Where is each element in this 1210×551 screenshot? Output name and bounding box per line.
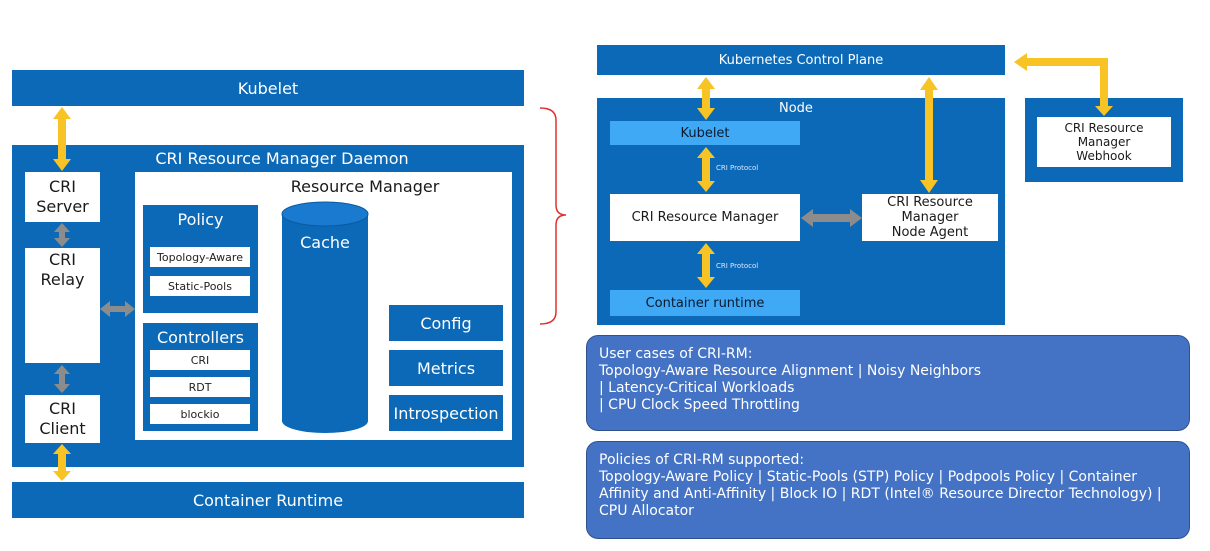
kubelet-bar: Kubelet xyxy=(12,70,524,106)
policy-box: Policy Topology-Aware Static-Pools xyxy=(143,205,258,313)
metrics-box: Metrics xyxy=(389,350,503,386)
arrow-kubelet-crirm xyxy=(697,147,715,192)
resource-manager-title: Resource Manager xyxy=(290,176,440,196)
policy-title: Policy xyxy=(177,209,224,229)
k8s-control-plane-bar: Kubernetes Control Plane xyxy=(597,45,1005,75)
kubelet-label: Kubelet xyxy=(237,78,299,98)
policy-item-topology-aware: Topology-Aware xyxy=(150,247,250,267)
controller-item-rdt: RDT xyxy=(150,377,250,397)
daemon-title: CRI Resource Manager Daemon xyxy=(155,148,409,168)
webhook-outer: CRI Resource Manager Webhook xyxy=(1025,98,1183,182)
policies-panel: Policies of CRI-RM supported: Topology-A… xyxy=(586,441,1190,539)
arrow-controlplane-nodeagent xyxy=(920,77,938,193)
policy-item-static-pools: Static-Pools xyxy=(150,276,250,296)
arrow-relay-client xyxy=(54,365,70,393)
webhook-box: CRI Resource Manager Webhook xyxy=(1037,117,1171,167)
cri-server-box: CRI Server xyxy=(25,172,100,222)
controller-item-blockio: blockio xyxy=(150,404,250,424)
node-cri-rm-box: CRI Resource Manager xyxy=(610,194,800,241)
use-cases-panel: User cases of CRI-RM: Topology-Aware Res… xyxy=(586,335,1190,431)
cri-client-box: CRI Client xyxy=(25,395,100,443)
arrow-kubelet-cri-server xyxy=(53,107,71,171)
arrow-relay-resource-manager xyxy=(100,301,135,317)
controllers-title: Controllers xyxy=(156,327,245,347)
controllers-box: Controllers CRI RDT blockio xyxy=(143,323,258,431)
cri-protocol-top-label: CRI Protocol xyxy=(716,164,759,172)
arrow-server-relay xyxy=(54,223,70,247)
arrow-crirm-runtime xyxy=(697,243,715,288)
config-box: Config xyxy=(389,305,503,341)
cri-relay-box: CRI Relay xyxy=(25,248,100,363)
node-title: Node xyxy=(779,101,813,116)
node-kubelet-box: Kubelet xyxy=(610,121,800,145)
node-agent-box: CRI Resource Manager Node Agent xyxy=(862,194,998,241)
arrow-client-runtime xyxy=(53,444,71,481)
controller-item-cri: CRI xyxy=(150,350,250,370)
introspection-box: Introspection xyxy=(389,395,503,431)
red-bracket xyxy=(539,107,567,325)
node-container-runtime-box: Container runtime xyxy=(610,290,800,316)
arrow-controlplane-webhook xyxy=(1014,53,1113,116)
cache-label: Cache xyxy=(300,232,350,252)
cache-cylinder xyxy=(281,201,369,433)
arrow-controlplane-kubelet xyxy=(697,77,715,120)
cri-protocol-bottom-label: CRI Protocol xyxy=(716,262,759,270)
container-runtime-label: Container Runtime xyxy=(192,490,344,510)
arrow-crirm-nodeagent xyxy=(801,209,862,227)
container-runtime-bar: Container Runtime xyxy=(12,482,524,518)
